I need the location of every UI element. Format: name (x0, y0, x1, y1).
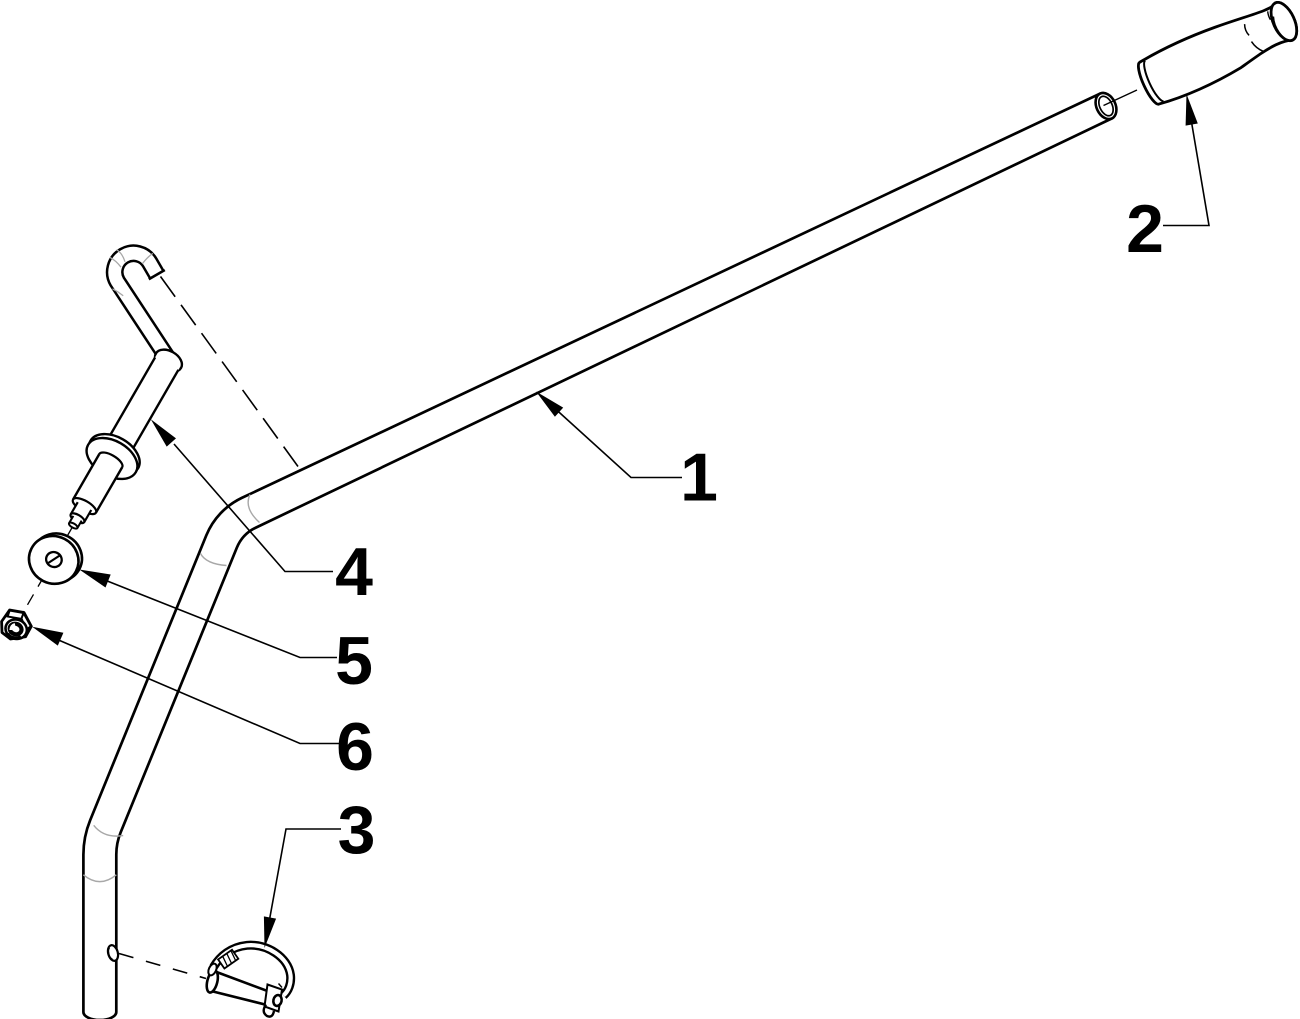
svg-text:3: 3 (338, 792, 376, 868)
svg-text:4: 4 (335, 534, 373, 610)
svg-text:5: 5 (335, 623, 373, 699)
svg-text:2: 2 (1126, 191, 1164, 267)
svg-text:6: 6 (336, 709, 374, 785)
svg-text:1: 1 (680, 440, 718, 516)
